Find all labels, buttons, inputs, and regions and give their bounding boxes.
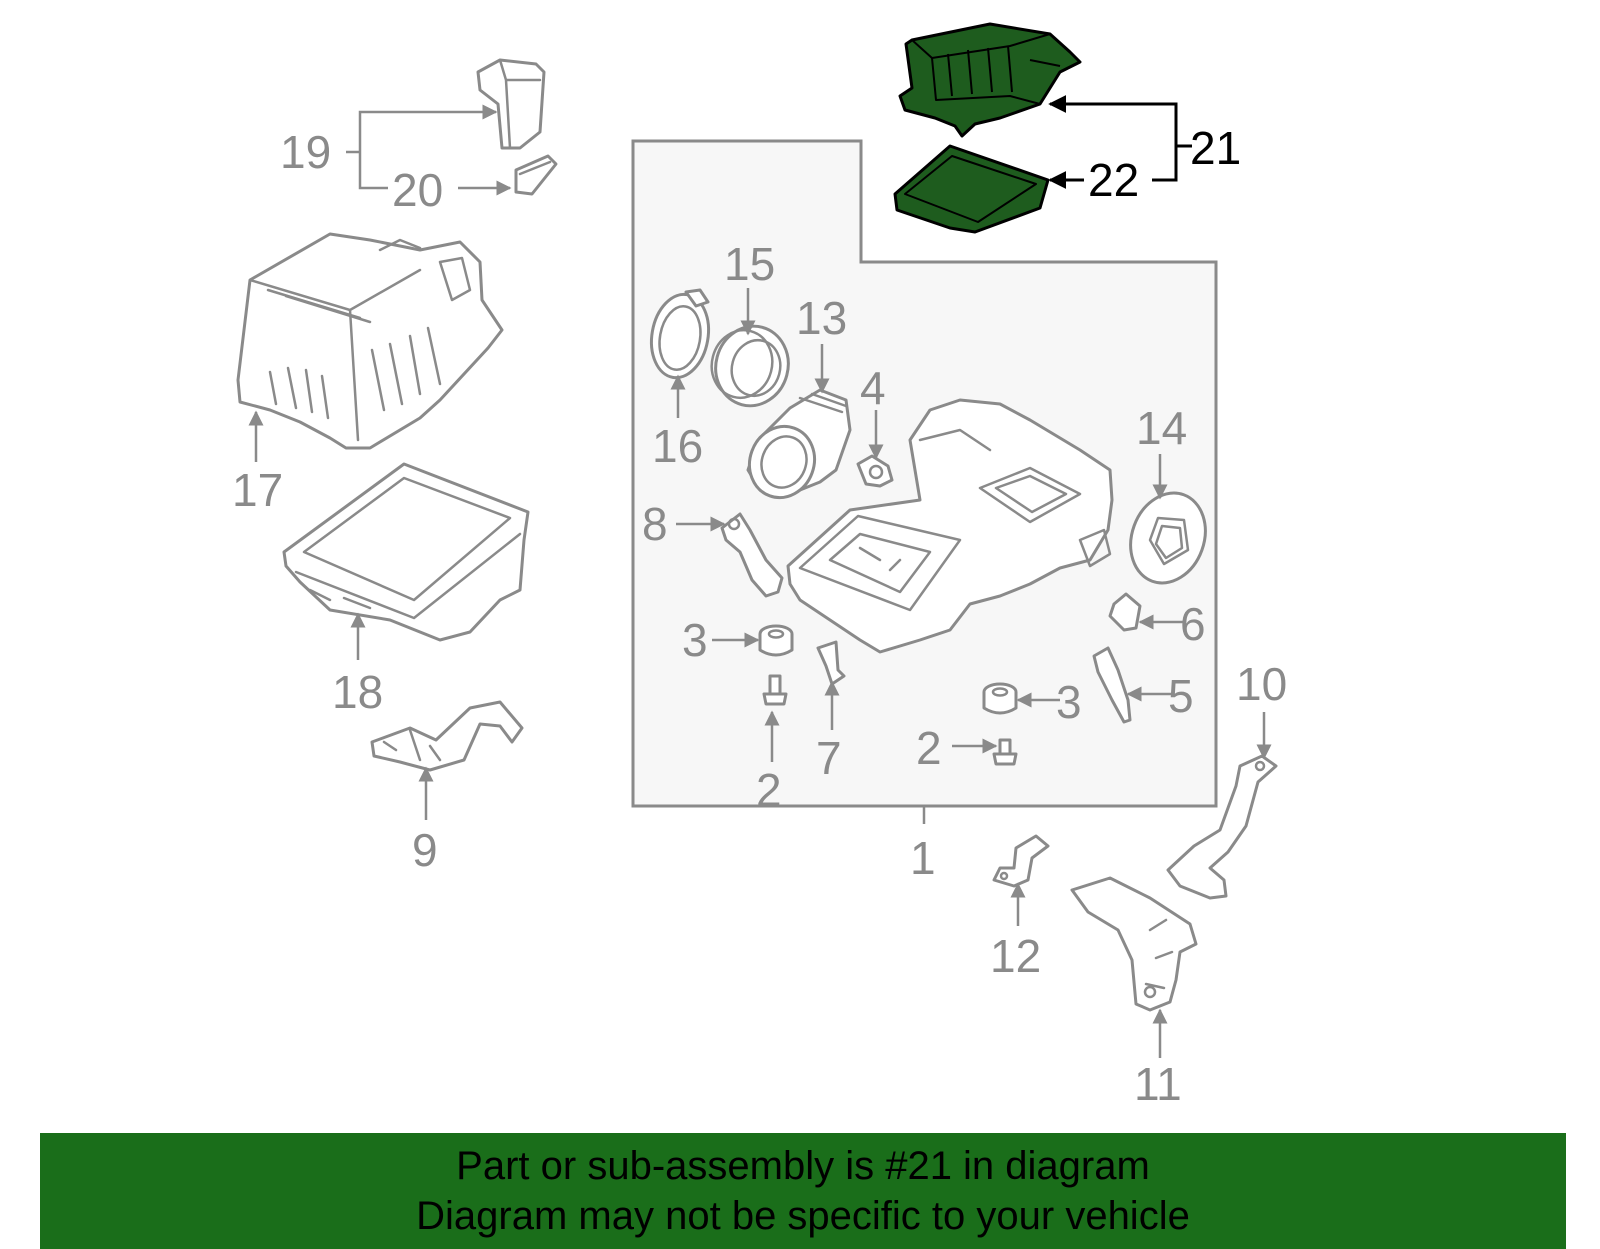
part-13-intake-duct [746, 388, 852, 500]
banner-line-2: Diagram may not be specific to your vehi… [416, 1194, 1190, 1238]
callout-3a: 3 [682, 614, 708, 666]
callout-12: 12 [990, 930, 1041, 982]
part-2-bolt-b [992, 738, 1018, 766]
callout-6: 6 [1180, 598, 1206, 650]
part-8-bracket [720, 512, 784, 598]
leader-19-to-sensor [358, 104, 498, 152]
part-9-bracket [370, 700, 524, 772]
callout-15: 15 [724, 238, 775, 290]
callout-8: 8 [642, 498, 668, 550]
leader-19-bracket [358, 152, 388, 190]
callout-1: 1 [910, 832, 936, 884]
callout-10: 10 [1236, 658, 1287, 710]
callout-7: 7 [816, 732, 842, 784]
part-19-sensor [476, 58, 546, 150]
callout-22: 22 [1088, 154, 1139, 206]
part-5-strip [1092, 646, 1132, 724]
part-11-bracket [1070, 876, 1198, 1012]
callout-17: 17 [232, 464, 283, 516]
callout-21: 21 [1190, 122, 1241, 174]
part-15-coupler [710, 324, 790, 408]
part-10-bracket [1166, 754, 1278, 900]
part-21-air-cleaner-cover[interactable] [898, 22, 1082, 138]
callout-18: 18 [332, 666, 383, 718]
part-18-housing-lower [282, 462, 530, 642]
callout-20: 20 [392, 164, 443, 216]
part-7-clip [816, 640, 846, 686]
callout-19: 19 [280, 126, 331, 178]
info-banner: Part or sub-assembly is #21 in diagram D… [40, 1133, 1566, 1249]
banner-line-1: Part or sub-assembly is #21 in diagram [456, 1144, 1150, 1188]
callout-5: 5 [1168, 670, 1194, 722]
part-12-clip [992, 834, 1050, 888]
part-2-bolt-a [762, 674, 788, 706]
callout-2b: 2 [916, 722, 942, 774]
part-3-grommet-a [758, 624, 794, 657]
leader-21-to-cover [1048, 95, 1178, 146]
part-17-housing-upper [236, 232, 504, 450]
callout-9: 9 [412, 824, 438, 876]
callout-14: 14 [1136, 402, 1187, 454]
callout-11: 11 [1134, 1058, 1182, 1110]
part-1-main-housing [786, 398, 1114, 654]
part-6-clip [1108, 592, 1142, 632]
leader-21-bracket [1152, 146, 1178, 182]
callout-4: 4 [860, 362, 886, 414]
part-20-seal [514, 154, 558, 196]
part-22-filter-element[interactable] [893, 144, 1050, 234]
callout-13: 13 [796, 292, 847, 344]
part-14-duct-seal [1129, 491, 1207, 585]
part-3-grommet-b [982, 682, 1018, 715]
callout-3b: 3 [1056, 676, 1082, 728]
callout-2a: 2 [756, 764, 782, 816]
callout-16: 16 [652, 420, 703, 472]
